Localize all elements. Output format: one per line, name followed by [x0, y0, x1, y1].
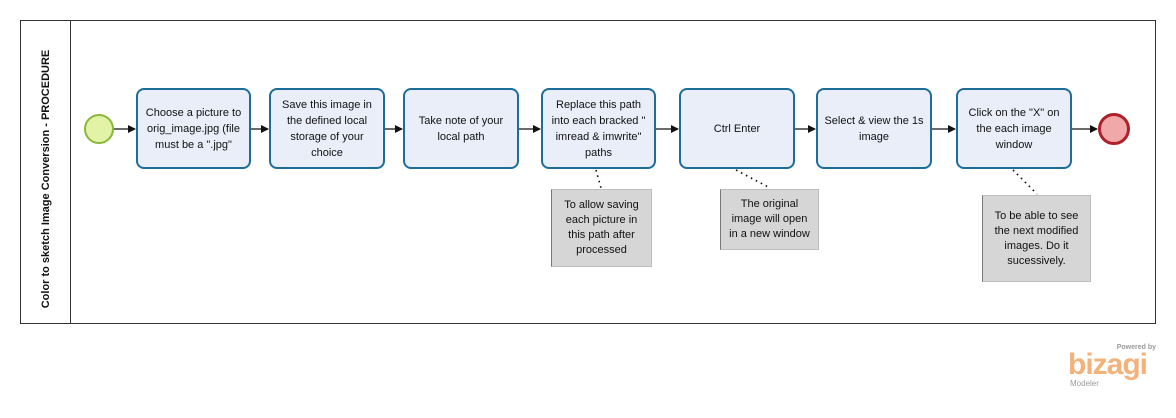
task-label: Click on the "X" on the each image windo… — [968, 106, 1060, 151]
task-label: Take note of your local path — [418, 114, 504, 143]
start-event[interactable] — [84, 114, 114, 144]
annotation-next-images: To be able to see the next modified imag… — [982, 195, 1091, 282]
task-label: Select & view the 1s image — [824, 114, 924, 143]
annotation-original-image: The original image will open in a new wi… — [720, 189, 819, 250]
pool: Color to sketch Image Conversion - PROCE… — [20, 20, 1156, 324]
annotation-text: To be able to see the next modified imag… — [994, 209, 1079, 267]
pool-header: Color to sketch Image Conversion - PROCE… — [21, 21, 71, 323]
end-event[interactable] — [1098, 113, 1130, 145]
task-close-window[interactable]: Click on the "X" on the each image windo… — [956, 88, 1072, 169]
task-replace-path[interactable]: Replace this path into each bracked " im… — [541, 88, 656, 169]
task-label: Choose a picture to orig_image.jpg (file… — [145, 106, 242, 151]
task-note-path[interactable]: Take note of your local path — [403, 88, 519, 169]
association — [595, 169, 602, 189]
association — [735, 169, 771, 189]
annotation-text: The original image will open in a new wi… — [729, 198, 810, 240]
task-save-image[interactable]: Save this image in the defined local sto… — [269, 88, 385, 169]
annotation-saving: To allow saving each picture in this pat… — [551, 189, 652, 267]
task-label: Replace this path into each bracked " im… — [551, 98, 646, 159]
association — [1012, 169, 1038, 195]
logo-brand: bizagi — [1068, 348, 1148, 381]
task-label: Save this image in the defined local sto… — [282, 98, 372, 159]
task-select-view[interactable]: Select & view the 1s image — [816, 88, 932, 169]
task-ctrl-enter[interactable]: Ctrl Enter — [679, 88, 795, 169]
task-label: Ctrl Enter — [713, 122, 761, 135]
bizagi-logo: Powered by bizagi Modeler — [1066, 344, 1158, 390]
logo-product: Modeler — [1070, 379, 1099, 388]
annotation-text: To allow saving each picture in this pat… — [564, 199, 639, 256]
logo-powered-by: Powered by — [1116, 344, 1156, 351]
task-choose-picture[interactable]: Choose a picture to orig_image.jpg (file… — [136, 88, 251, 169]
